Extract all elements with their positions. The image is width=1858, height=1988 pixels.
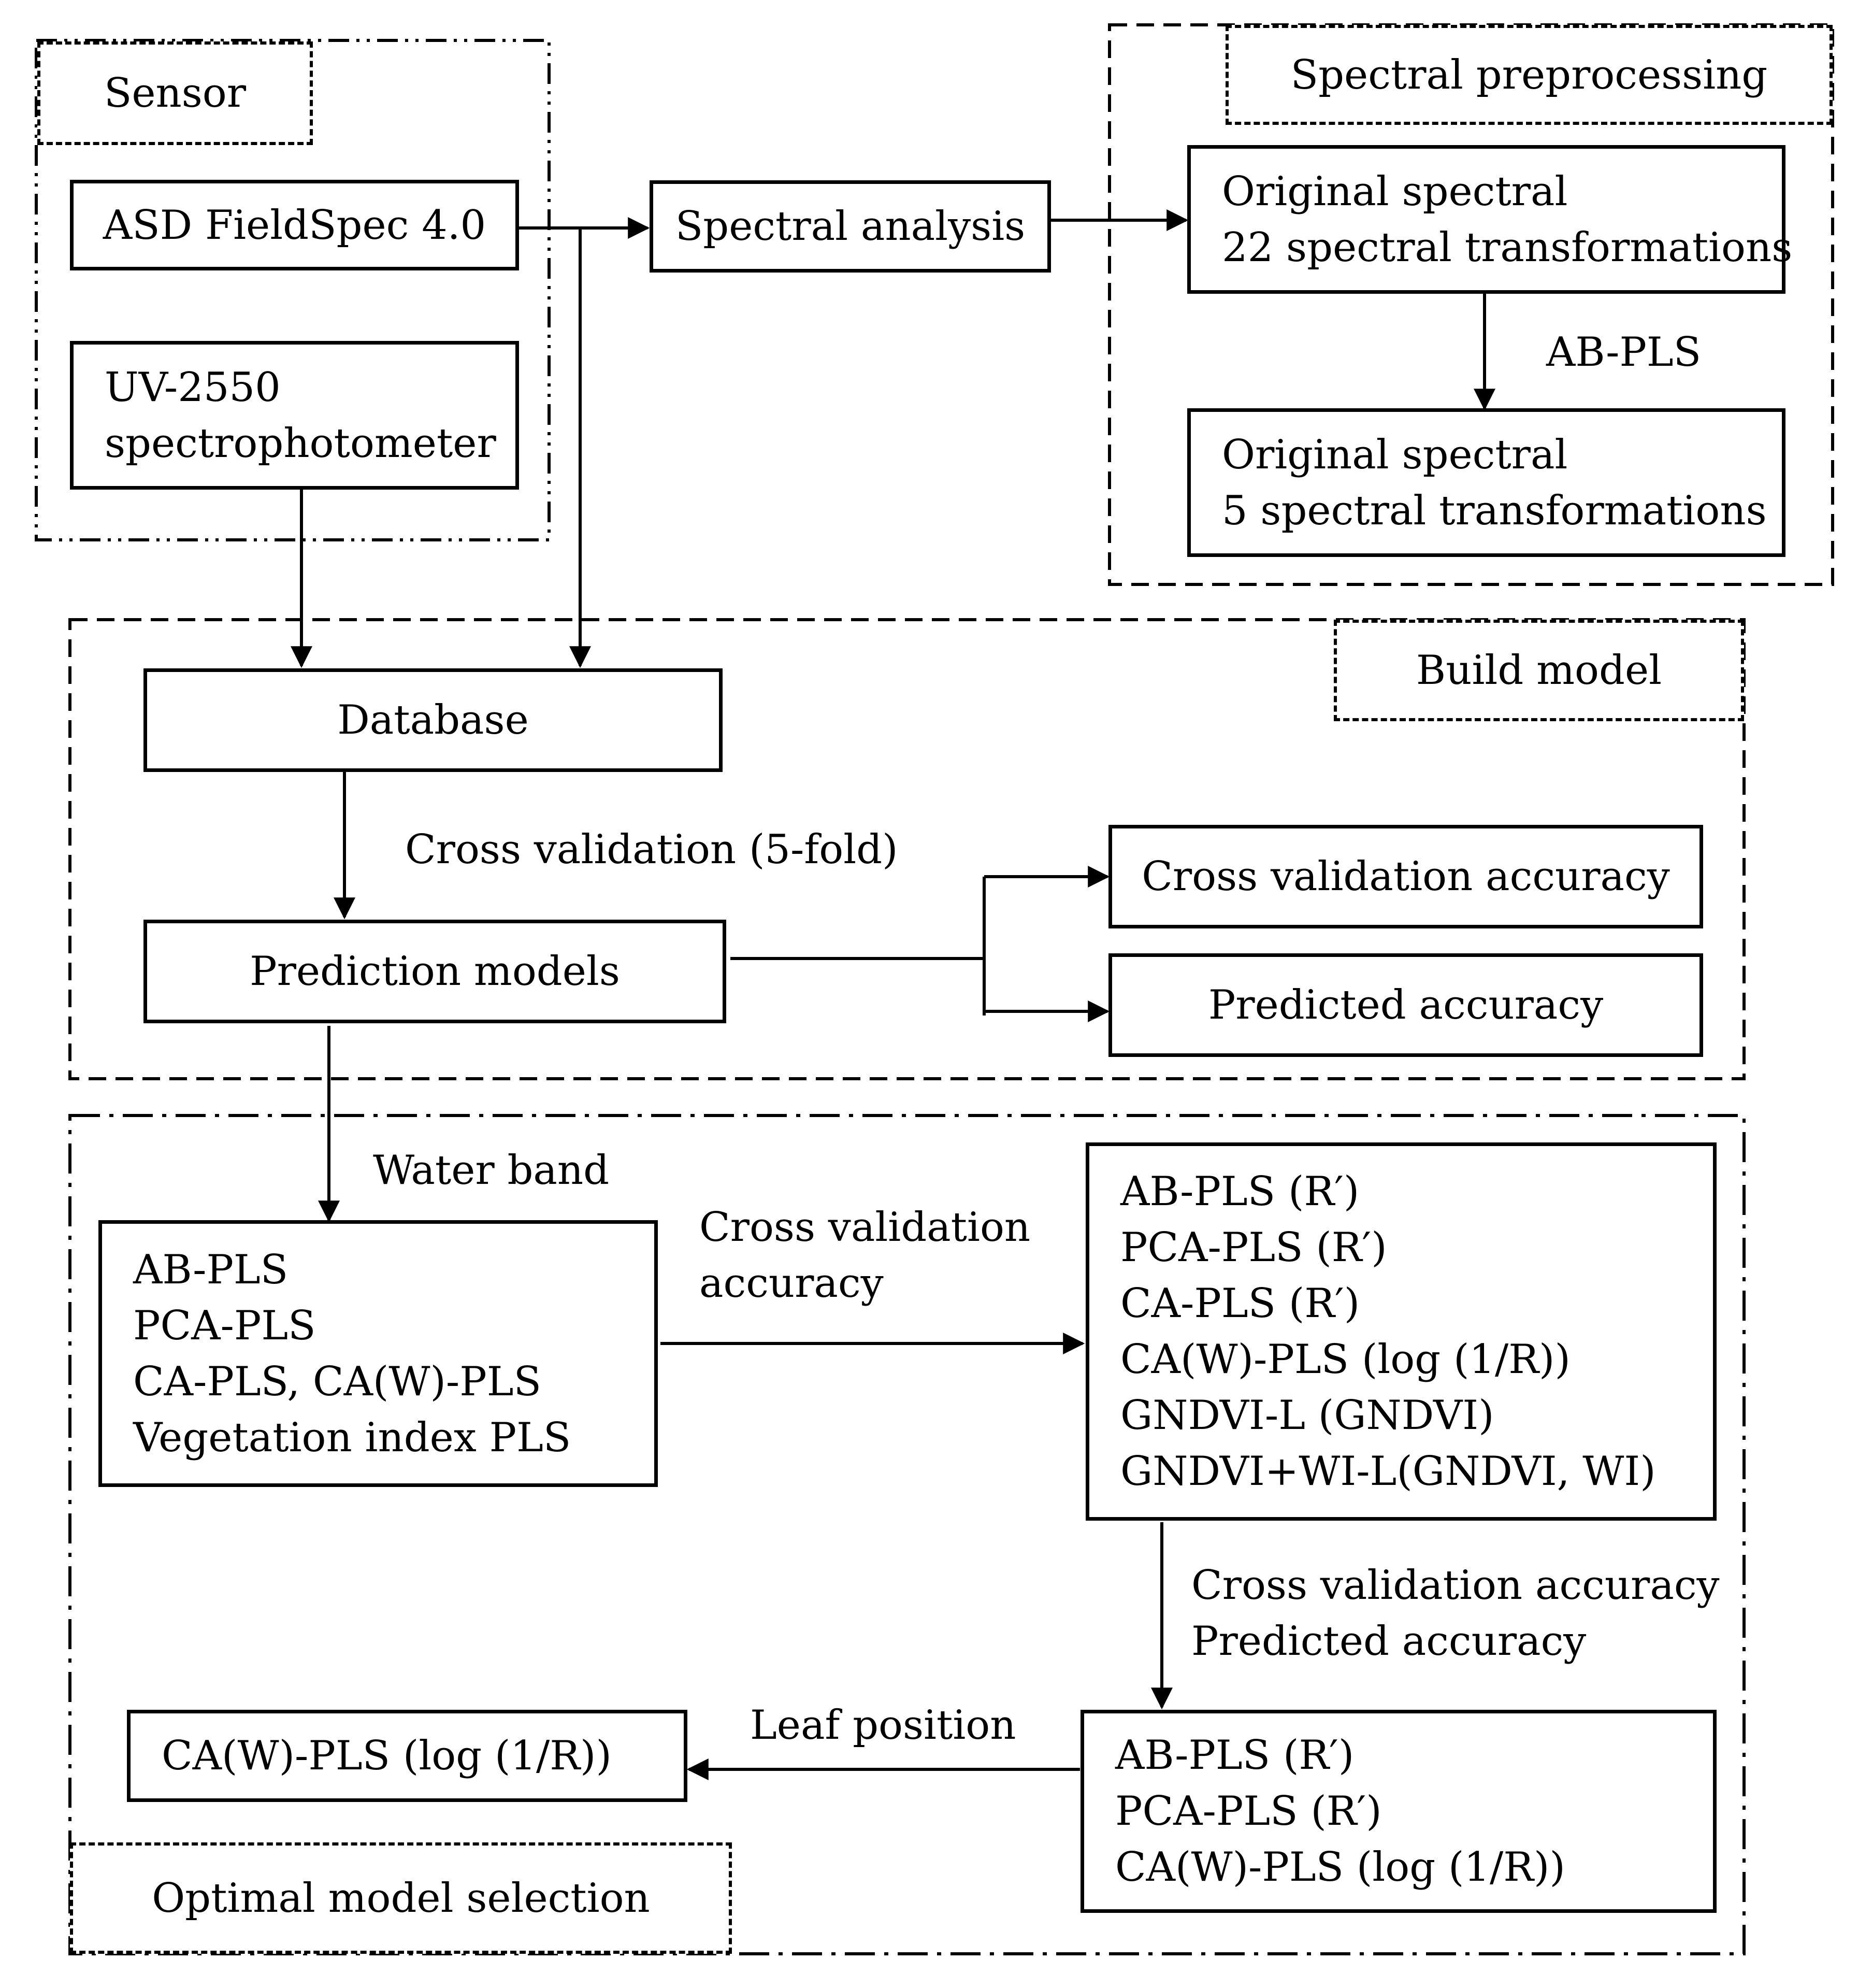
- final-candidate-item: PCA-PLS (R′): [1115, 1788, 1382, 1835]
- final-candidates-lines: AB-PLS (R′) PCA-PLS (R′) CA(W)-PLS (log …: [1084, 1727, 1596, 1895]
- edge-label-cross-validation-5fold: Cross validation (5-fold): [405, 826, 898, 873]
- selected-model-item: CA(W)-PLS (log (1/R)): [1120, 1336, 1571, 1383]
- uv-spectrophotometer-node: UV-2550 spectrophotometer: [70, 341, 519, 490]
- model-list-item: AB-PLS: [133, 1246, 289, 1293]
- original-spectral-5-node: Original spectral 5 spectral transformat…: [1187, 408, 1785, 557]
- original-22-line-2: 22 spectral transformations: [1222, 224, 1793, 271]
- selected-models-lines: AB-PLS (R′) PCA-PLS (R′) CA-PLS (R′) CA(…: [1089, 1164, 1687, 1499]
- build-model-region-frame: [68, 618, 1746, 1080]
- edge-label-leaf-position: Leaf position: [750, 1702, 1016, 1749]
- model-list-item: CA-PLS, CA(W)-PLS: [133, 1358, 541, 1405]
- model-list-item: Vegetation index PLS: [133, 1414, 571, 1461]
- database-label: Database: [337, 697, 529, 743]
- model-list-lines: AB-PLS PCA-PLS CA-PLS, CA(W)-PLS Vegetat…: [102, 1242, 602, 1466]
- cv-accuracy-label: Cross validation accuracy: [1142, 853, 1670, 900]
- prediction-models-label: Prediction models: [250, 948, 620, 995]
- selected-model-item: GNDVI-L (GNDVI): [1120, 1392, 1494, 1439]
- database-node: Database: [143, 668, 723, 772]
- original-5-lines: Original spectral 5 spectral transformat…: [1191, 427, 1798, 539]
- selected-model-item: AB-PLS (R′): [1120, 1168, 1360, 1215]
- edge-label-cv-accuracy: Cross validation accuracy: [699, 1199, 1030, 1311]
- asd-fieldspec-node: ASD FieldSpec 4.0: [70, 180, 519, 270]
- edge-label-cv-and-predicted: Cross validation accuracy Predicted accu…: [1191, 1557, 1720, 1669]
- final-candidates-node: AB-PLS (R′) PCA-PLS (R′) CA(W)-PLS (log …: [1081, 1710, 1717, 1913]
- build-model-region-label: Build model: [1334, 620, 1744, 721]
- original-22-line-1: Original spectral: [1222, 168, 1568, 215]
- preprocessing-region-label: Spectral preprocessing: [1226, 25, 1833, 125]
- optimal-selection-region-label: Optimal model selection: [70, 1842, 732, 1954]
- cv-accuracy-node: Cross validation accuracy: [1108, 825, 1703, 928]
- uv-line-2: spectrophotometer: [105, 420, 496, 467]
- optimal-model-label: CA(W)-PLS (log (1/R)): [162, 1733, 612, 1779]
- predicted-accuracy-label: Predicted accuracy: [1208, 982, 1604, 1028]
- edge-label-cv-accuracy-line-2: accuracy: [699, 1260, 884, 1307]
- uv-lines: UV-2550 spectrophotometer: [74, 360, 527, 471]
- original-5-line-1: Original spectral: [1222, 431, 1568, 478]
- original-spectral-22-node: Original spectral 22 spectral transforma…: [1187, 145, 1792, 294]
- final-candidate-item: CA(W)-PLS (log (1/R)): [1115, 1844, 1565, 1891]
- edge-label-ab-pls: AB-PLS: [1546, 329, 1702, 376]
- uv-line-1: UV-2550: [105, 364, 281, 411]
- edge-label-predicted-line: Predicted accuracy: [1191, 1618, 1587, 1665]
- selected-models-node: AB-PLS (R′) PCA-PLS (R′) CA-PLS (R′) CA(…: [1086, 1142, 1717, 1521]
- sensor-region-frame: [35, 39, 551, 541]
- selected-model-item: CA-PLS (R′): [1120, 1280, 1360, 1327]
- model-list-item: PCA-PLS: [133, 1302, 316, 1349]
- optimal-selection-region-frame: [68, 1114, 1746, 1955]
- sensor-region-label: Sensor: [37, 41, 313, 145]
- selected-model-item: GNDVI+WI-L(GNDVI, WI): [1120, 1448, 1656, 1495]
- original-5-line-2: 5 spectral transformations: [1222, 487, 1767, 534]
- edge-label-water-band: Water band: [373, 1147, 610, 1194]
- selected-model-item: PCA-PLS (R′): [1120, 1224, 1387, 1271]
- edge-label-cv-line: Cross validation accuracy: [1191, 1562, 1720, 1609]
- spectral-analysis-label: Spectral analysis: [675, 203, 1026, 250]
- final-candidate-item: AB-PLS (R′): [1115, 1732, 1355, 1779]
- optimal-model-node: CA(W)-PLS (log (1/R)): [127, 1710, 687, 1802]
- model-list-node: AB-PLS PCA-PLS CA-PLS, CA(W)-PLS Vegetat…: [98, 1220, 658, 1487]
- original-22-lines: Original spectral 22 spectral transforma…: [1191, 164, 1823, 276]
- predicted-accuracy-node: Predicted accuracy: [1108, 953, 1703, 1057]
- edge-label-cv-accuracy-line-1: Cross validation: [699, 1204, 1031, 1251]
- asd-fieldspec-label: ASD FieldSpec 4.0: [103, 202, 486, 249]
- prediction-models-node: Prediction models: [143, 920, 726, 1023]
- spectral-analysis-node: Spectral analysis: [650, 180, 1051, 273]
